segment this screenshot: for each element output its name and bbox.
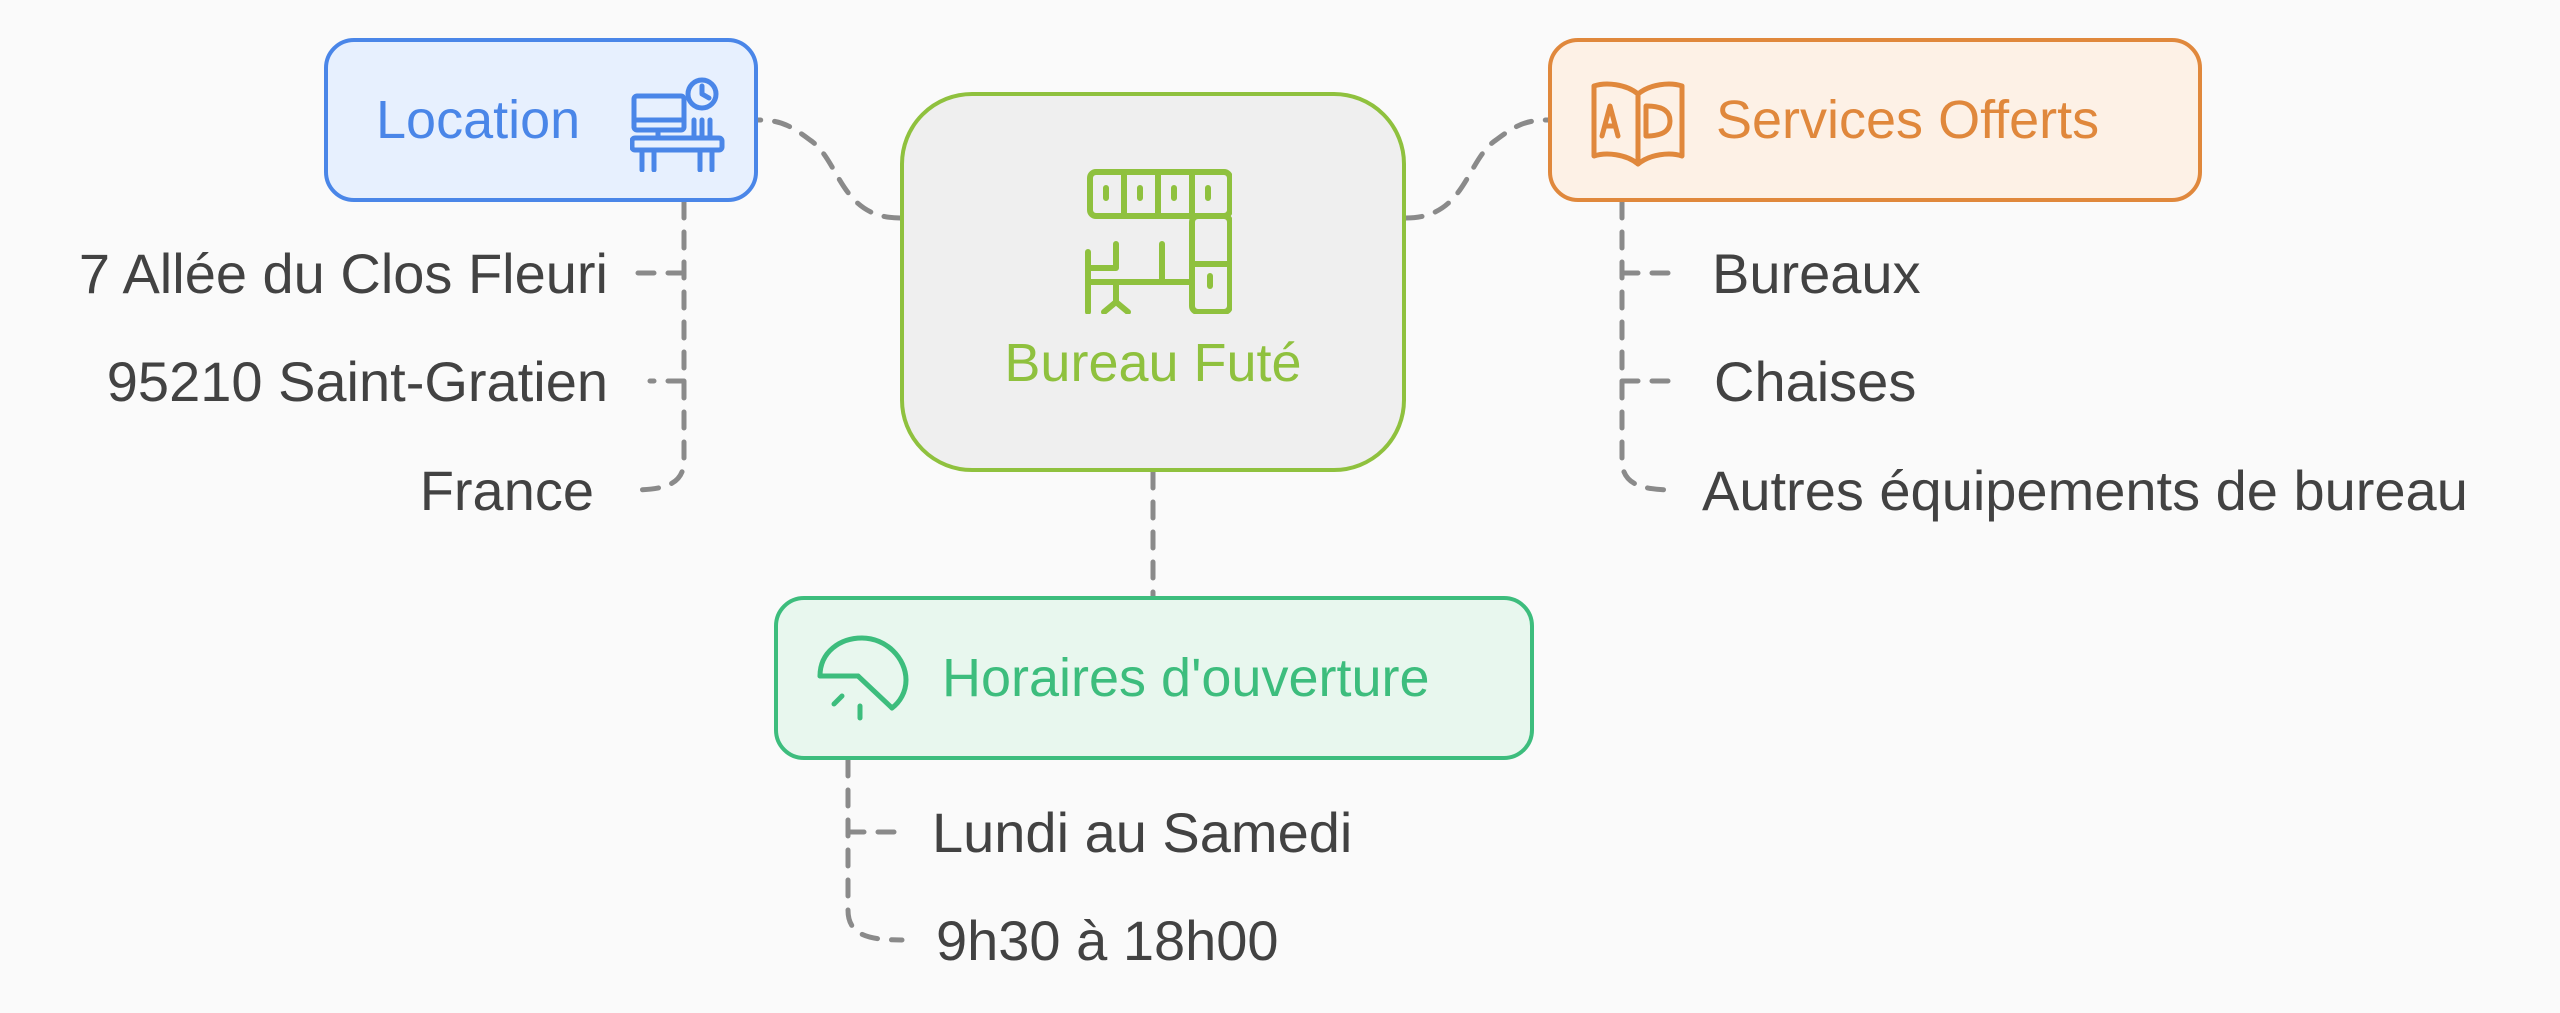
hours-node: Horaires d'ouverture xyxy=(774,596,1534,760)
services-item-desks: Bureaux xyxy=(1712,242,1921,305)
location-item-address: 7 Allée du Clos Fleuri xyxy=(78,242,608,305)
hours-item-times: 9h30 à 18h00 xyxy=(936,909,1279,972)
connector-center-services xyxy=(1403,117,1551,221)
lamp-icon xyxy=(817,635,909,721)
services-item-other: Autres équipements de bureau xyxy=(1702,459,2468,522)
services-item-chairs: Chaises xyxy=(1714,350,1917,413)
location-node: Location xyxy=(324,38,758,202)
location-label: Location xyxy=(376,90,581,150)
connector-location-trunk xyxy=(627,199,687,493)
services-node: Services Offerts xyxy=(1548,38,2202,202)
hours-item-days: Lundi au Samedi xyxy=(932,801,1353,864)
center-node: Bureau Futé xyxy=(900,92,1406,472)
office-furniture-icon xyxy=(1085,169,1232,314)
location-item-country: France xyxy=(419,459,594,522)
center-label: Bureau Futé xyxy=(1004,333,1302,393)
services-label: Services Offerts xyxy=(1716,90,2100,150)
connector-services-trunk xyxy=(1619,199,1679,493)
hours-label: Horaires d'ouverture xyxy=(942,648,1430,708)
desk-clock-icon xyxy=(630,77,725,172)
connector-hours-trunk xyxy=(845,757,905,943)
connector-center-location xyxy=(755,117,903,221)
location-item-postal: 95210 Saint-Gratien xyxy=(106,350,608,413)
ad-book-icon xyxy=(1591,81,1685,167)
